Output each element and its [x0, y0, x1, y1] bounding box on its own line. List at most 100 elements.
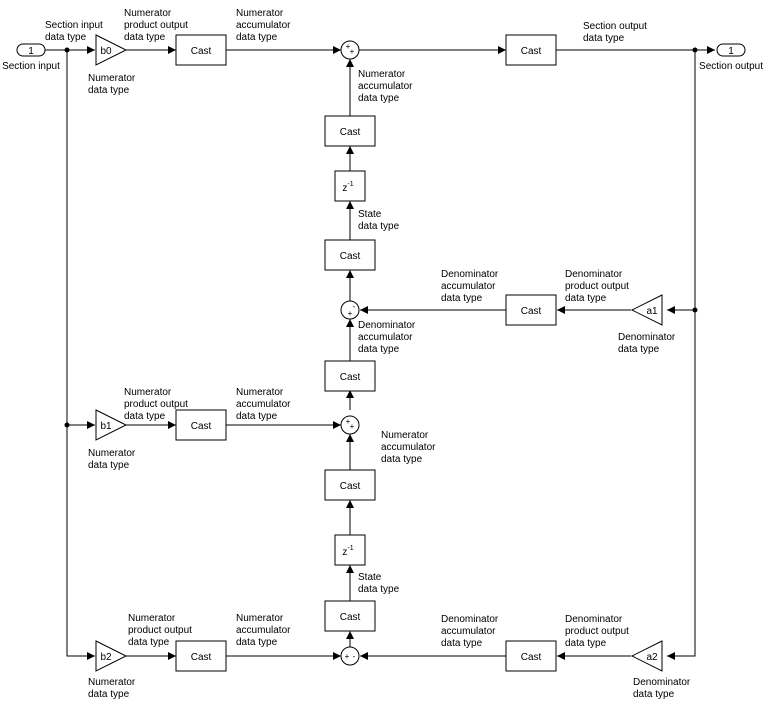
- arrowhead: [346, 59, 354, 67]
- gain-label: b0: [100, 46, 112, 57]
- arrowhead: [707, 46, 715, 54]
- gain-b1[interactable]: b1: [95, 409, 128, 441]
- delay-z: z: [342, 183, 347, 194]
- den-dt-label-a2-line: data type: [633, 689, 675, 700]
- signal-wires: [45, 46, 715, 660]
- den-prod-out-dt-label-a1-line: product output: [565, 281, 629, 292]
- arrowhead: [87, 421, 95, 429]
- cast-block-frame: [175, 409, 227, 441]
- cast-block-label: Cast: [191, 421, 212, 432]
- den-prod-out-dt-label-a2-line: product output: [565, 626, 629, 637]
- sum-sign: +: [350, 47, 355, 56]
- sum-circle: [340, 300, 360, 320]
- gain-triangle: [630, 640, 663, 672]
- section-input-port[interactable]: 1: [16, 43, 46, 57]
- section-input-dt-label-line: Section input: [45, 20, 103, 31]
- num-prod-out-dt-label-b2-line: Numerator: [128, 613, 176, 624]
- section-output-dt-label-line: data type: [583, 33, 625, 44]
- section-output-port[interactable]: 1: [716, 43, 746, 57]
- sum-sign: +: [345, 652, 350, 661]
- cast-section-output[interactable]: Cast: [505, 34, 557, 66]
- num-acc-dt-label-b1-line: accumulator: [236, 399, 291, 410]
- num-prod-out-dt-label-top-line: Numerator: [124, 8, 172, 19]
- den-dt-label-a1-line: Denominator: [618, 332, 676, 343]
- delay-top[interactable]: z-1: [334, 170, 366, 202]
- cast-block-frame: [505, 34, 557, 66]
- cast-state-bottom[interactable]: Cast: [324, 600, 376, 632]
- state-dt-label-bottom-line: data type: [358, 584, 400, 595]
- num-acc-dt-label-vert-top-line: data type: [358, 93, 400, 104]
- gain-label: a1: [646, 306, 658, 317]
- sum-bottom[interactable]: +-: [340, 646, 360, 666]
- gain-triangle: [95, 640, 128, 672]
- gain-b2[interactable]: b2: [95, 640, 128, 672]
- port-shape: [716, 43, 746, 57]
- arrowhead: [498, 46, 506, 54]
- cast-num-acc-top[interactable]: Cast: [324, 115, 376, 147]
- num-acc-dt-label-vert-mid-line: data type: [381, 454, 423, 465]
- num-prod-out-dt-label-top-line: data type: [124, 32, 166, 43]
- cast-num-b0[interactable]: Cast: [175, 34, 227, 66]
- sum-sign: +: [346, 42, 351, 51]
- cast-block-frame: [324, 239, 376, 271]
- den-prod-out-dt-label-a2-line: Denominator: [565, 614, 623, 625]
- sum-numerator-mid[interactable]: ++: [340, 415, 360, 435]
- cast-num-acc-mid[interactable]: Cast: [324, 469, 376, 501]
- den-prod-out-dt-label-a1-line: Denominator: [565, 269, 623, 280]
- gain-a2[interactable]: a2: [630, 640, 663, 672]
- cast-den-a2[interactable]: Cast: [505, 640, 557, 672]
- cast-state-top[interactable]: Cast: [324, 239, 376, 271]
- arrowhead: [360, 306, 368, 314]
- gain-label: b2: [100, 652, 112, 663]
- arrowhead: [346, 201, 354, 209]
- num-dt-label-b2-line: data type: [88, 689, 130, 700]
- cast-block-frame: [175, 640, 227, 672]
- sum-circle: [340, 40, 360, 60]
- sum-top[interactable]: ++: [340, 40, 360, 60]
- section-input-dt-label-line: data type: [45, 32, 87, 43]
- gain-a1[interactable]: a1: [630, 294, 663, 326]
- cast-num-b1[interactable]: Cast: [175, 409, 227, 441]
- delay-block-label: z-1: [342, 181, 353, 194]
- num-prod-out-dt-label-b2-line: product output: [128, 625, 192, 636]
- cast-block-label: Cast: [340, 612, 361, 623]
- delay-z: z: [342, 547, 347, 558]
- delay-exponent: -1: [347, 545, 353, 552]
- arrowhead: [346, 319, 354, 327]
- den-acc-dt-label-a1-line: accumulator: [441, 281, 496, 292]
- num-acc-dt-label-vert-top-line: accumulator: [358, 81, 413, 92]
- sum-denominator-mid[interactable]: -+: [340, 300, 360, 320]
- state-dt-label-bottom-line: State: [358, 572, 382, 583]
- arrowhead: [346, 631, 354, 639]
- sum-sign: -: [353, 652, 356, 661]
- cast-den-a1[interactable]: Cast: [505, 294, 557, 326]
- cast-den-acc-mid[interactable]: Cast: [324, 360, 376, 392]
- arrowhead: [168, 421, 176, 429]
- section-output-label: Section output: [699, 61, 763, 72]
- num-acc-dt-label-b1-line: data type: [236, 411, 278, 422]
- cast-num-b2[interactable]: Cast: [175, 640, 227, 672]
- arrowhead: [346, 565, 354, 573]
- arrowhead: [346, 390, 354, 398]
- arrowhead: [667, 652, 675, 660]
- num-prod-out-dt-label-b1-line: product output: [124, 399, 188, 410]
- gain-b0[interactable]: b0: [95, 34, 128, 66]
- delay-bottom[interactable]: z-1: [334, 534, 366, 566]
